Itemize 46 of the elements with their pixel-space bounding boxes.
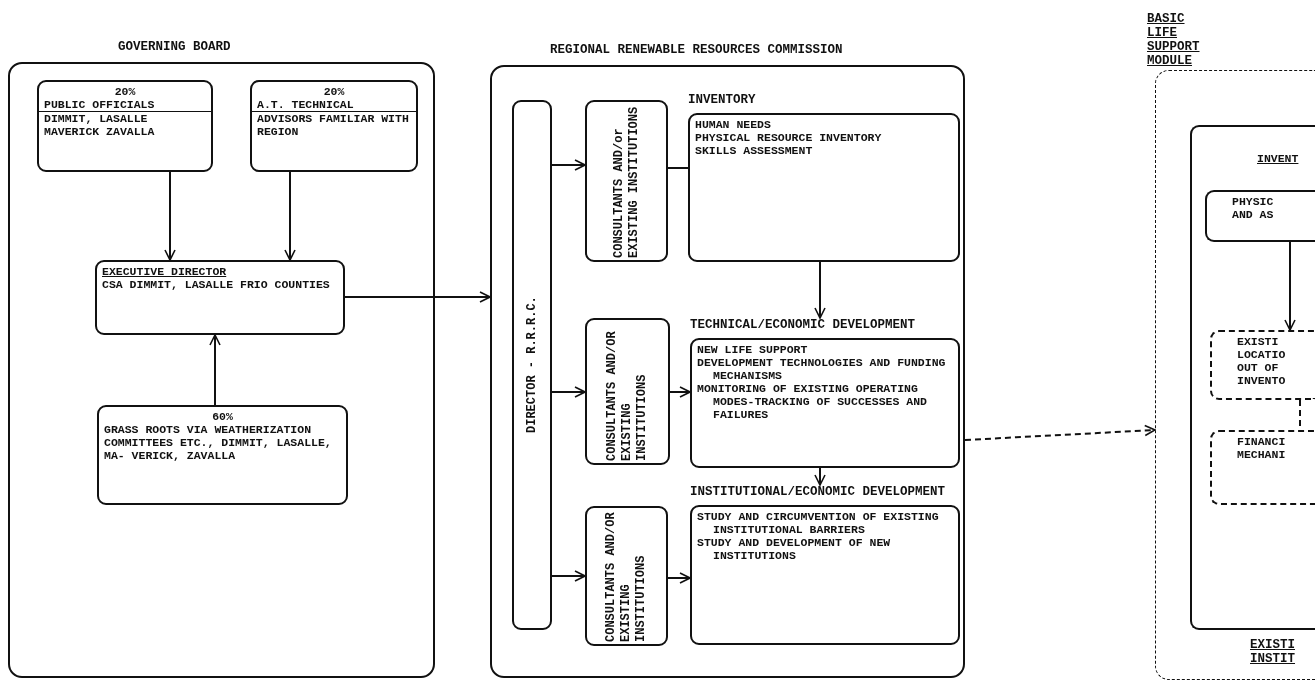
box-text: EXECUTIVE DIRECTOR bbox=[102, 265, 228, 278]
arrow bbox=[964, 424, 1156, 441]
arrow bbox=[284, 171, 296, 261]
box-text: EXISTI LOCATIO OUT OF INVENTO bbox=[1236, 335, 1287, 387]
group-heading: TECHNICAL/ECONOMIC DEVELOPMENT bbox=[690, 318, 916, 332]
arrow bbox=[551, 159, 586, 171]
group-heading: REGIONAL RENEWABLE RESOURCES COMMISSION bbox=[550, 43, 843, 57]
arrow bbox=[814, 261, 826, 319]
box-heading: INVENT bbox=[1256, 152, 1300, 165]
box-text: MONITORING OF EXISTING OPERATING MODES-TRACKING OF SUCCESSES AND FAILURES bbox=[697, 382, 928, 421]
group-heading: BASIC LIFE SUPPORT MODULE bbox=[1147, 12, 1201, 68]
arrow bbox=[669, 386, 691, 398]
arrow bbox=[209, 334, 221, 406]
group-heading: INVENTORY bbox=[688, 93, 756, 107]
group-heading: GOVERNING BOARD bbox=[118, 40, 231, 54]
arrow bbox=[551, 570, 586, 582]
box-text: STUDY AND CIRCUMVENTION OF EXISTING INSTITUTIONAL BARRIERS bbox=[697, 510, 940, 536]
box-text: STUDY AND DEVELOPMENT OF NEW INSTITUTIONS bbox=[697, 536, 892, 562]
vertical-label: CONSULTANTS AND/OR EXISTING INSTITUTIONS bbox=[605, 330, 650, 461]
box-text: GRASS ROOTS VIA WEATHERIZATION COMMITTEES ETC., DIMMIT, LASALLE, MA- VERICK, ZAVALLA bbox=[104, 423, 333, 462]
box-text: ADVISORS FAMILIAR WITH REGION bbox=[257, 112, 410, 138]
box-text: NEW LIFE SUPPORT bbox=[697, 343, 809, 356]
box-text: CSA DIMMIT, LASALLE FRIO COUNTIES bbox=[102, 278, 331, 291]
vertical-label: CONSULTANTS AND/or EXISTING INSTITUTIONS bbox=[611, 105, 642, 258]
group-footer: EXISTI INSTIT bbox=[1250, 638, 1310, 666]
box-text: PHYSIC AND AS bbox=[1231, 195, 1275, 221]
box-text: 60% bbox=[211, 410, 234, 423]
box-text: PUBLIC OFFICIALS bbox=[39, 98, 211, 112]
arrow bbox=[667, 572, 691, 584]
box-text: DIMMIT, LASALLE MAVERICK ZAVALLA bbox=[44, 112, 156, 138]
box-text: DEVELOPMENT TECHNOLOGIES AND FUNDING MECHANISMS bbox=[697, 356, 947, 382]
arrow bbox=[814, 467, 826, 486]
box-text: A.T. TECHNICAL bbox=[252, 98, 416, 112]
vertical-label: DIRECTOR - R.R.R.C. bbox=[524, 296, 540, 434]
box-text: 20% bbox=[322, 85, 346, 98]
group-heading: INSTITUTIONAL/ECONOMIC DEVELOPMENT bbox=[690, 485, 946, 499]
box-text: 20% bbox=[113, 85, 137, 98]
arrow bbox=[164, 171, 176, 261]
box-text: PHYSICAL RESOURCE INVENTORY bbox=[695, 131, 883, 144]
arrow bbox=[551, 386, 586, 398]
box-text: HUMAN NEEDS bbox=[695, 118, 772, 131]
box-text: FINANCI MECHANI bbox=[1236, 435, 1287, 461]
vertical-label: CONSULTANTS AND/OR EXISTING INSTITUTIONS bbox=[604, 511, 649, 642]
arrow bbox=[344, 291, 491, 303]
arrow bbox=[1284, 241, 1296, 331]
box-text: SKILLS ASSESSMENT bbox=[695, 144, 814, 157]
